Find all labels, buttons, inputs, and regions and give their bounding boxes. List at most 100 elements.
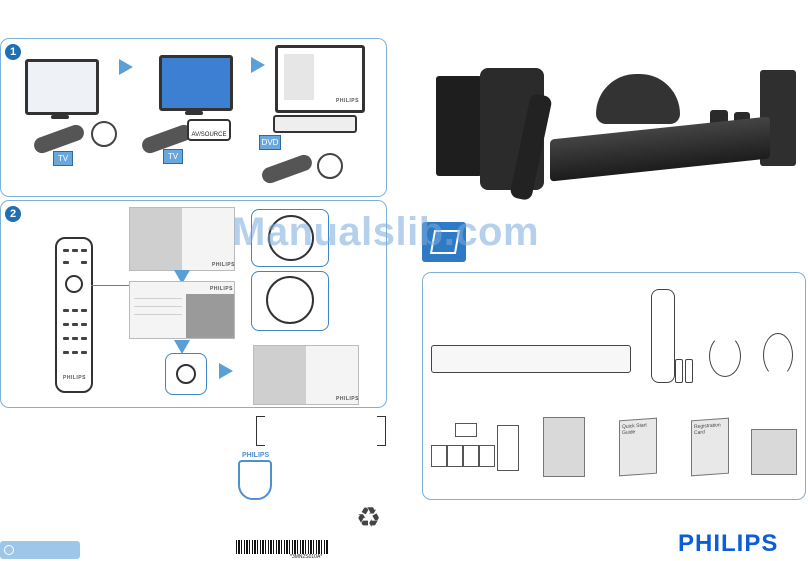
step-2-badge: 2 xyxy=(5,206,21,222)
next-arrow-icon xyxy=(251,57,265,73)
menu-highlight-pane xyxy=(186,294,234,338)
dpad-icon xyxy=(65,275,83,293)
remote-drawing xyxy=(651,289,675,383)
speaker-drawing xyxy=(479,445,495,467)
battery-icon xyxy=(685,359,693,383)
home-button-callout xyxy=(165,353,207,395)
remote-key xyxy=(63,309,69,312)
cable-icon xyxy=(709,335,741,377)
remote-key xyxy=(81,261,87,264)
registration-doc: Registration Card xyxy=(691,417,729,477)
remote-key xyxy=(81,309,87,312)
manual-doc xyxy=(543,417,585,477)
philips-shield-logo: PHILIPS xyxy=(238,452,272,500)
dpad-ring-icon xyxy=(266,276,314,324)
screen-brand-3: PHILIPS xyxy=(336,396,359,402)
watermark-text: Manualslib.com xyxy=(232,210,540,254)
menu-brand: PHILIPS xyxy=(336,98,359,104)
corner-mark xyxy=(377,445,385,446)
remote-key xyxy=(72,249,78,252)
corner-mark xyxy=(257,416,265,417)
dpad-ring-icon xyxy=(268,215,314,261)
remote-key xyxy=(72,337,78,340)
next-arrow-icon xyxy=(219,363,233,379)
box-contents-panel: Quick Start Guide Registration Card xyxy=(422,272,806,500)
remote-key xyxy=(72,309,78,312)
home-icon xyxy=(176,364,196,384)
tv-tag-1: TV xyxy=(53,151,73,166)
tv-on-illustration xyxy=(159,55,233,111)
remote-key xyxy=(72,351,78,354)
speaker-center xyxy=(596,74,680,124)
dpad-callout-2 xyxy=(251,271,329,331)
tv-off-illustration xyxy=(25,59,99,115)
speaker-drawing xyxy=(463,445,479,467)
philips-brand-logo: PHILIPS xyxy=(678,530,779,557)
down-arrow-icon xyxy=(174,340,190,354)
remote-key xyxy=(63,323,69,326)
remote-key xyxy=(81,323,87,326)
screen-brand-1: PHILIPS xyxy=(212,262,235,268)
dvd-player-illustration xyxy=(273,115,357,133)
menu-line xyxy=(134,306,182,307)
dvd-tag: DVD xyxy=(259,135,281,150)
tv-stand xyxy=(51,115,69,119)
cutout-frame xyxy=(256,416,386,446)
power-button-illustration xyxy=(317,153,343,179)
box-contents-icon xyxy=(422,222,466,262)
step-2-panel: 2 PHILIPS PHILIPS PHILIPS xyxy=(0,200,387,408)
battery-icon xyxy=(675,359,683,383)
remote-key xyxy=(72,323,78,326)
barcode-text: *3MN2S010A* xyxy=(290,554,323,560)
remote-key xyxy=(81,351,87,354)
remote-key xyxy=(63,337,69,340)
leaflet-doc xyxy=(751,429,797,475)
doc3-text: Registration Card xyxy=(694,422,721,437)
source-label: AV/SOURCE xyxy=(191,132,227,138)
menu-overlay xyxy=(284,54,314,100)
speaker-drawing xyxy=(455,423,477,437)
next-arrow-icon xyxy=(119,59,133,75)
remote-key xyxy=(63,351,69,354)
step-1-badge: 1 xyxy=(5,44,21,60)
corner-mark xyxy=(257,445,265,446)
remote-control-illustration: PHILIPS xyxy=(55,237,93,393)
speaker-front-left xyxy=(436,76,482,176)
remote-key xyxy=(81,249,87,252)
footer-tab xyxy=(0,541,80,559)
power-button-illustration xyxy=(91,121,117,147)
doc2-text: Quick Start Guide xyxy=(622,422,647,437)
footer-tab-icon xyxy=(4,545,14,555)
connector-line xyxy=(91,285,129,286)
menu-line xyxy=(134,314,182,315)
barcode xyxy=(236,540,328,554)
subwoofer-drawing xyxy=(497,425,519,471)
remote-key xyxy=(63,249,69,252)
tv-tag-2: TV xyxy=(163,149,183,164)
source-button-illustration: AV/SOURCE xyxy=(187,119,231,141)
recycle-icon: ♻ xyxy=(356,502,382,533)
speaker-drawing xyxy=(431,445,447,467)
dvd-player-drawing xyxy=(431,345,631,373)
tv-menu-illustration: PHILIPS xyxy=(275,45,365,113)
screen-brand-2: PHILIPS xyxy=(210,286,233,292)
menu-screen-3: PHILIPS xyxy=(253,345,359,405)
quick-start-doc: Quick Start Guide xyxy=(619,417,657,477)
step-1-panel: 1 TV AV/SOURCE TV PHILIPS DVD xyxy=(0,38,387,197)
dvd-player-photo xyxy=(550,116,770,182)
remote-illustration xyxy=(259,152,315,186)
menu-left-pane xyxy=(254,346,306,404)
remote-key xyxy=(81,337,87,340)
speaker-set-drawing xyxy=(429,423,519,473)
menu-screen-2: PHILIPS xyxy=(129,281,235,339)
shield-text: PHILIPS xyxy=(242,452,270,459)
tv-stand xyxy=(185,111,203,115)
remote-key xyxy=(63,261,69,264)
corner-mark xyxy=(377,416,385,417)
av-cable-icon xyxy=(763,333,793,377)
menu-line xyxy=(134,298,182,299)
remote-brand: PHILIPS xyxy=(63,375,86,381)
menu-screen-1: PHILIPS xyxy=(129,207,235,271)
menu-left-pane xyxy=(130,208,182,270)
dpad-callout-1 xyxy=(251,209,329,267)
